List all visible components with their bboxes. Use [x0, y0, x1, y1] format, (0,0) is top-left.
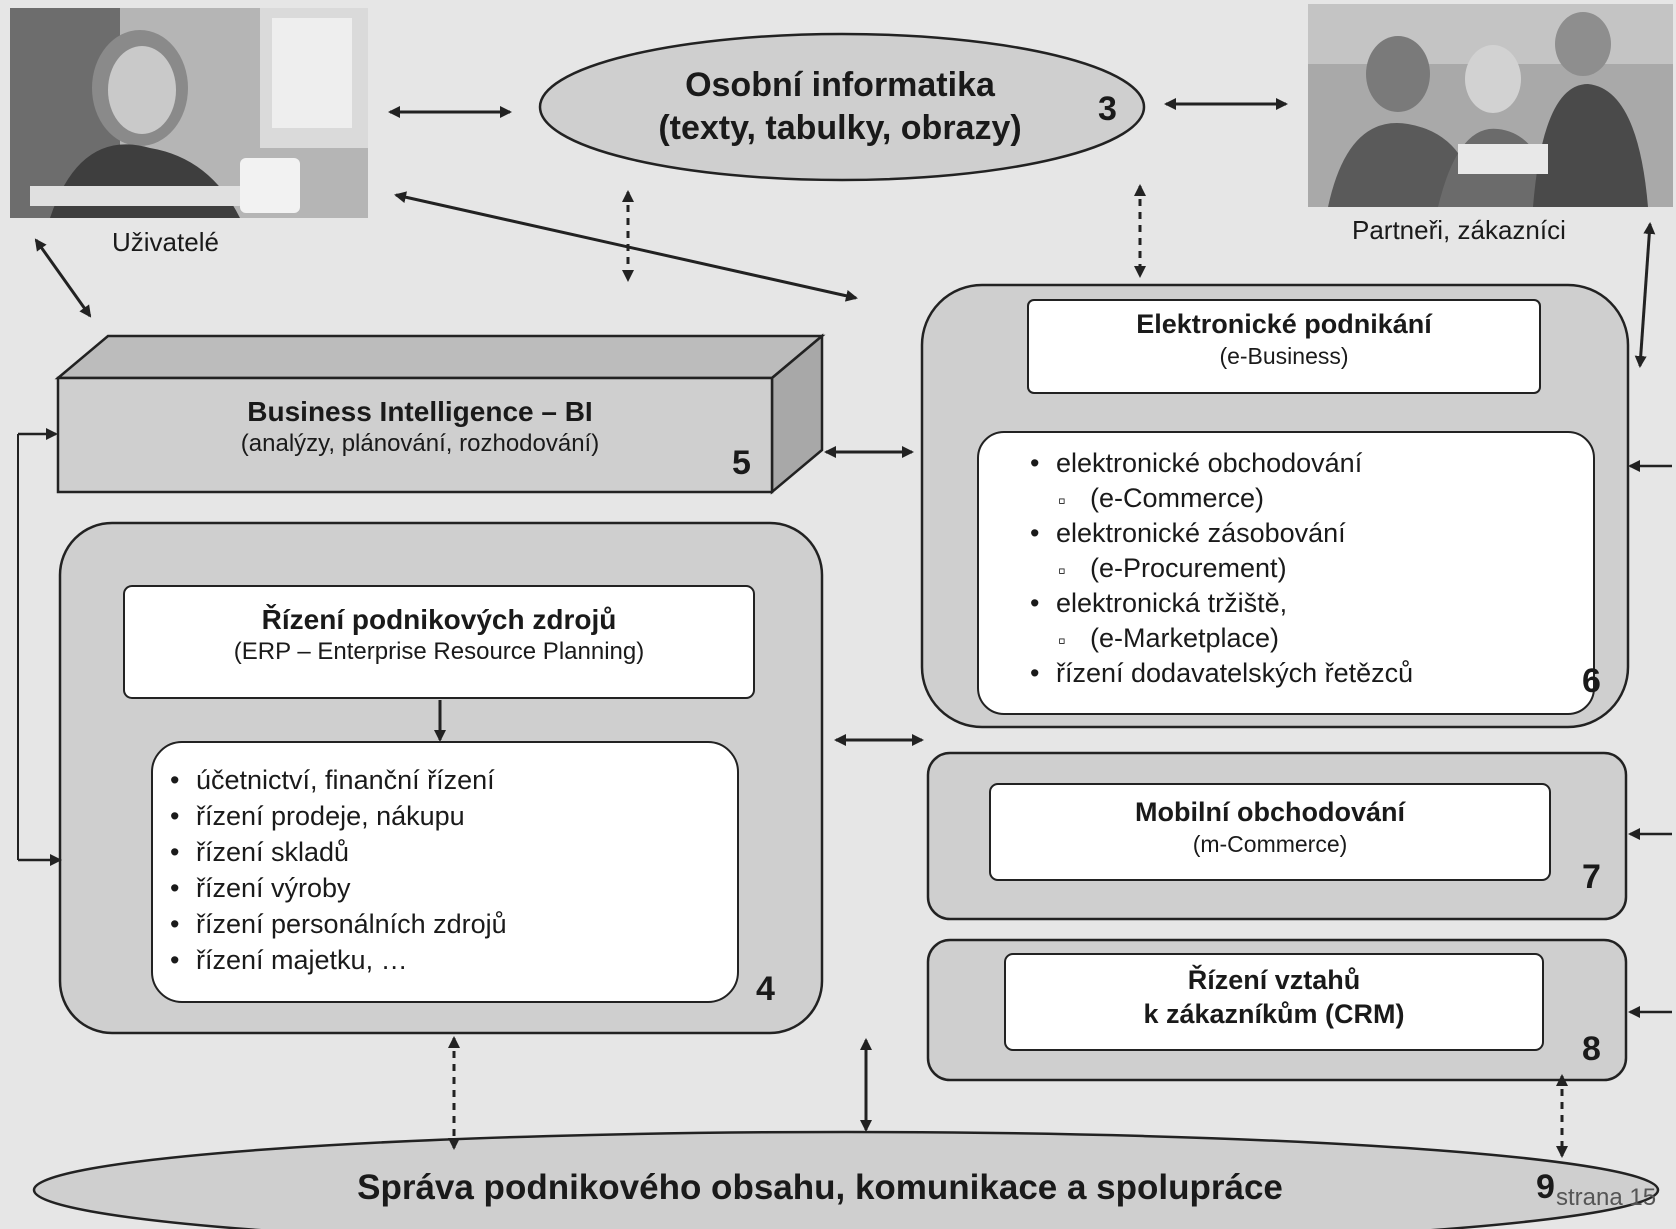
crm-text: Řízení vztahů k zákazníkům (CRM) [1005, 964, 1543, 1032]
list-item: elektronická tržiště, [1024, 586, 1413, 621]
bi-subtitle: (analýzy, plánování, rozhodování) [240, 430, 600, 457]
content-management-label: Správa podnikového obsahu, komunikace a … [357, 1168, 1283, 1207]
erp-number: 4 [756, 970, 775, 1008]
bi-title: Business Intelligence – BI [247, 396, 593, 427]
list-item: (e-Procurement) [1024, 551, 1413, 588]
arrow-users-ebusiness [394, 191, 858, 302]
ebusiness-title: Elektronické podnikání [1136, 309, 1432, 339]
content-management-number: 9 [1536, 1168, 1555, 1206]
ebusiness-title-text: Elektronické podnikání (e-Business) [1028, 308, 1540, 371]
ebusiness-number: 6 [1582, 662, 1601, 700]
mcommerce-text: Mobilní obchodování (m-Commerce) [990, 796, 1550, 859]
personal-informatics-line2: (texty, tabulky, obrazy) [658, 108, 1022, 147]
erp-subtitle: (ERP – Enterprise Resource Planning) [233, 638, 645, 665]
mcommerce-number: 7 [1582, 858, 1601, 896]
ebusiness-subtitle: (e-Business) [1219, 342, 1349, 369]
bi-number: 5 [732, 444, 751, 482]
list-item: řízení výroby [164, 870, 507, 906]
list-item: účetnictví, finanční řízení [164, 762, 507, 798]
list-item: řízení prodeje, nákupu [164, 798, 507, 834]
mcommerce-title: Mobilní obchodování [1135, 797, 1405, 827]
business-intelligence-box [54, 333, 826, 495]
content-management-ellipse [32, 1130, 1660, 1229]
arrow-users-bi [34, 238, 92, 318]
personal-informatics-ellipse [538, 32, 1146, 182]
bi-text: Business Intelligence – BI (analýzy, plá… [140, 394, 700, 459]
list-item: řízení dodavatelských řetězců [1024, 656, 1413, 691]
erp-title: Řízení podnikových zdrojů [261, 604, 617, 635]
personal-informatics-number: 3 [1098, 90, 1117, 128]
list-item: elektronické obchodování [1024, 446, 1413, 481]
crm-number: 8 [1582, 1030, 1601, 1068]
partners-label: Partneři, zákazníci [1352, 215, 1566, 245]
erp-list: účetnictví, finanční řízení řízení prode… [164, 762, 507, 978]
erp-title-text: Řízení podnikových zdrojů (ERP – Enterpr… [124, 602, 754, 667]
erp-title-box [123, 585, 755, 699]
ebusiness-title-box [1027, 299, 1541, 394]
list-item: (e-Marketplace) [1024, 621, 1413, 658]
ebusiness-list: elektronické obchodování (e-Commerce) el… [1024, 446, 1413, 691]
list-item: řízení skladů [164, 834, 507, 870]
mcommerce-subtitle: (m-Commerce) [1192, 830, 1348, 857]
personal-informatics-line1: Osobní informatika [685, 66, 995, 104]
crm-title1: Řízení vztahů [1187, 965, 1361, 995]
list-item: řízení personálních zdrojů [164, 906, 507, 942]
page-label: strana 15 [1556, 1184, 1657, 1211]
partners-photo [1308, 4, 1673, 207]
crm-inner-box [1004, 953, 1544, 1051]
users-label: Uživatelé [112, 227, 219, 257]
mcommerce-inner-box [989, 783, 1551, 881]
list-item: řízení majetku, … [164, 942, 507, 978]
crm-title2: k zákazníkům (CRM) [1143, 998, 1405, 1029]
list-item: elektronické zásobování [1024, 516, 1413, 551]
personal-informatics-title: Osobní informatika (texty, tabulky, obra… [560, 64, 1120, 149]
list-item: (e-Commerce) [1024, 481, 1413, 518]
arrow-partners-side [1634, 222, 1656, 368]
users-photo [10, 8, 368, 218]
